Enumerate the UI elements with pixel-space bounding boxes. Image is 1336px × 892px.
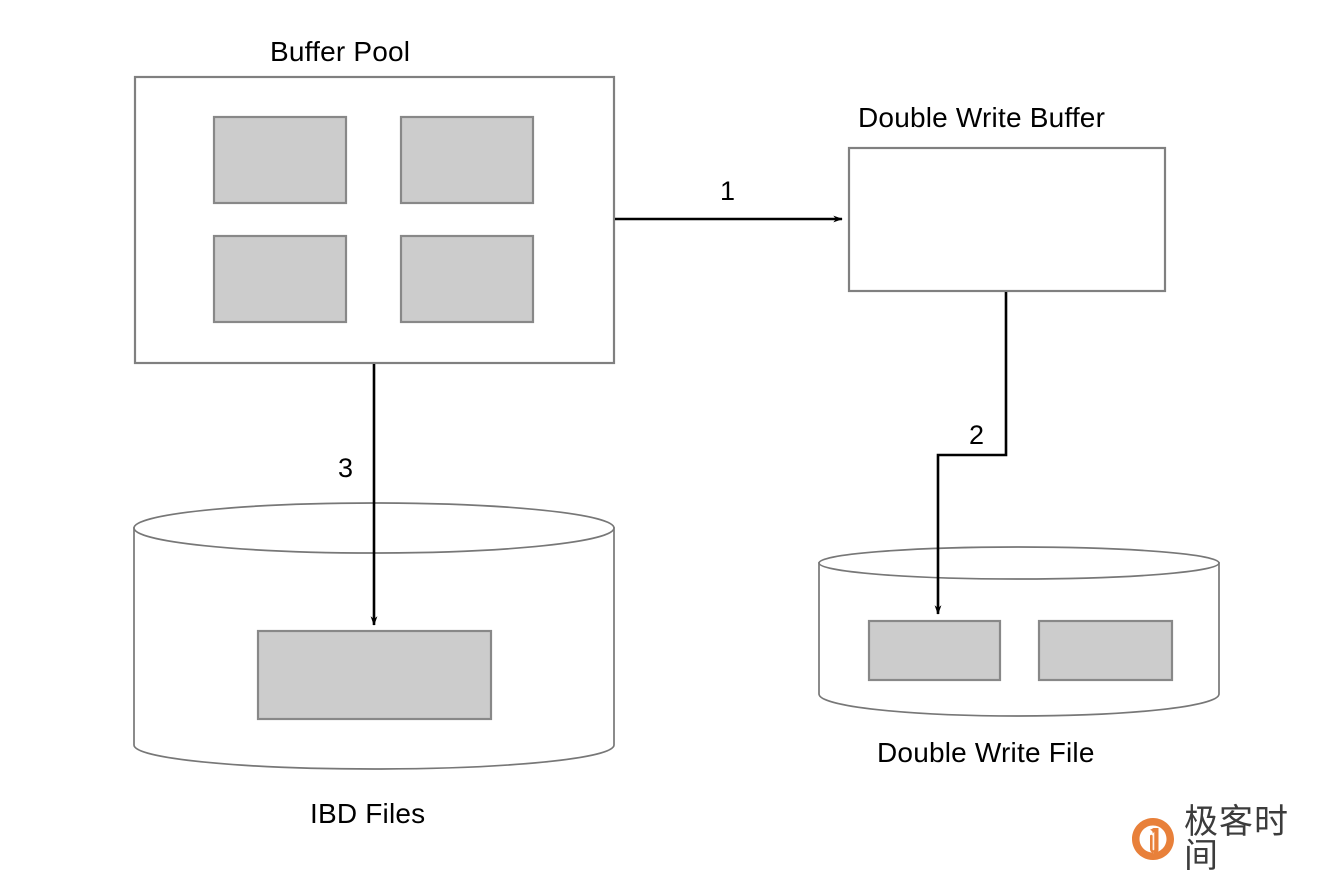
node-buffer-pool [133,75,616,365]
dwfile-page-block [1037,619,1174,682]
ibd-files-title: IBD Files [310,798,426,829]
geektime-logo-icon [1132,818,1174,860]
buffer-pool-title: Buffer Pool [270,36,411,67]
edge-2-arrow [934,292,1008,615]
edge-1-label: 1 [720,176,736,206]
ibd-page-block [256,629,493,721]
edge-3-label: 3 [338,453,354,483]
buffer-pool-page-block [399,115,535,205]
brand-logo: 极客时间 [1130,802,1320,876]
node-double-write-file [818,546,1220,717]
dwfile-page-block [867,619,1002,682]
double-write-buffer-box [847,146,1167,293]
buffer-pool-page-block [212,234,348,324]
brand-name: 极客时间 [1184,802,1289,876]
dwfile-cylinder-top [818,546,1220,580]
buffer-pool-box [133,75,616,365]
edge-2-label: 2 [969,420,985,450]
double-write-file-title: Double Write File [877,737,1095,768]
double-write-buffer-title: Double Write Buffer [858,102,1106,133]
buffer-pool-page-block [212,115,348,205]
node-double-write-buffer [847,146,1167,293]
buffer-pool-page-block [399,234,535,324]
